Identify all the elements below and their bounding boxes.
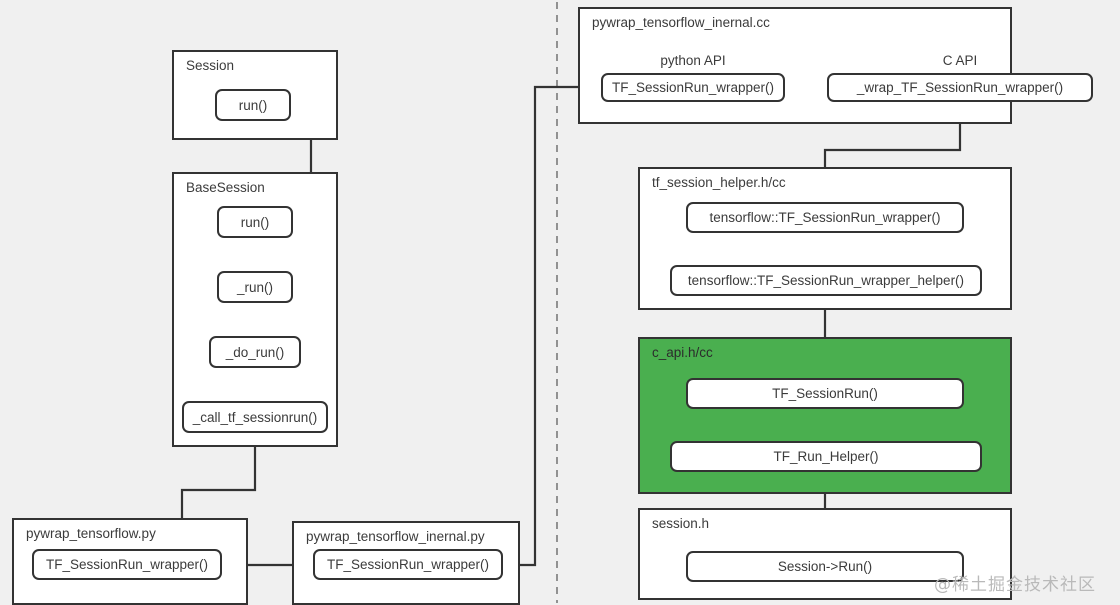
panel-title-c-api: c_api.h/cc bbox=[652, 345, 713, 360]
panel-title-pywrap-tensorflow-py: pywrap_tensorflow.py bbox=[26, 526, 156, 541]
python-api-caption: python API bbox=[660, 53, 726, 68]
panel-title-tf-session-helper: tf_session_helper.h/cc bbox=[652, 175, 786, 190]
panel-title-base-session: BaseSession bbox=[186, 180, 265, 195]
node-py-tf-sessionrun-wrapper[interactable]: TF_SessionRun_wrapper() bbox=[32, 549, 222, 580]
watermark: @稀土掘金技术社区 bbox=[934, 575, 1096, 595]
node-c-api-tf-run-helper[interactable]: TF_Run_Helper() bbox=[670, 441, 982, 472]
panel-title-session-h: session.h bbox=[652, 516, 710, 531]
node-helper-tf-sessionrun-wrapper-helper[interactable]: tensorflow::TF_SessionRun_wrapper_helper… bbox=[670, 265, 982, 296]
node-base-_call_tf_sessionrun[interactable]: _call_tf_sessionrun() bbox=[182, 401, 328, 433]
node-session-run[interactable]: run() bbox=[215, 89, 291, 121]
node-cc-wrap-tf-sessionrun-wrapper[interactable]: _wrap_TF_SessionRun_wrapper() bbox=[827, 73, 1093, 102]
node-cc-tf-sessionrun-wrapper[interactable]: TF_SessionRun_wrapper() bbox=[601, 73, 785, 102]
c-api-caption: C API bbox=[942, 53, 978, 68]
panel-title-pywrap-tensorflow-inernal-cc: pywrap_tensorflow_inernal.cc bbox=[592, 15, 770, 30]
panel-title-session: Session bbox=[186, 58, 235, 73]
node-base-_run[interactable]: _run() bbox=[217, 271, 293, 303]
node-c-api-tf-sessionrun[interactable]: TF_SessionRun() bbox=[686, 378, 964, 409]
node-pyint-tf-sessionrun-wrapper[interactable]: TF_SessionRun_wrapper() bbox=[313, 549, 503, 580]
node-base-_do_run[interactable]: _do_run() bbox=[209, 336, 301, 368]
node-session-h-session-run[interactable]: Session->Run() bbox=[686, 551, 964, 582]
edge-inernal-py-to-cc bbox=[503, 83, 595, 567]
node-helper-tf-sessionrun-wrapper[interactable]: tensorflow::TF_SessionRun_wrapper() bbox=[686, 202, 964, 233]
panel-title-pywrap-tensorflow-inernal-py: pywrap_tensorflow_inernal.py bbox=[306, 529, 485, 544]
node-base-run[interactable]: run() bbox=[217, 206, 293, 238]
panel-pywrap-tensorflow-inernal-cc: pywrap_tensorflow_inernal.cc bbox=[578, 7, 1012, 124]
